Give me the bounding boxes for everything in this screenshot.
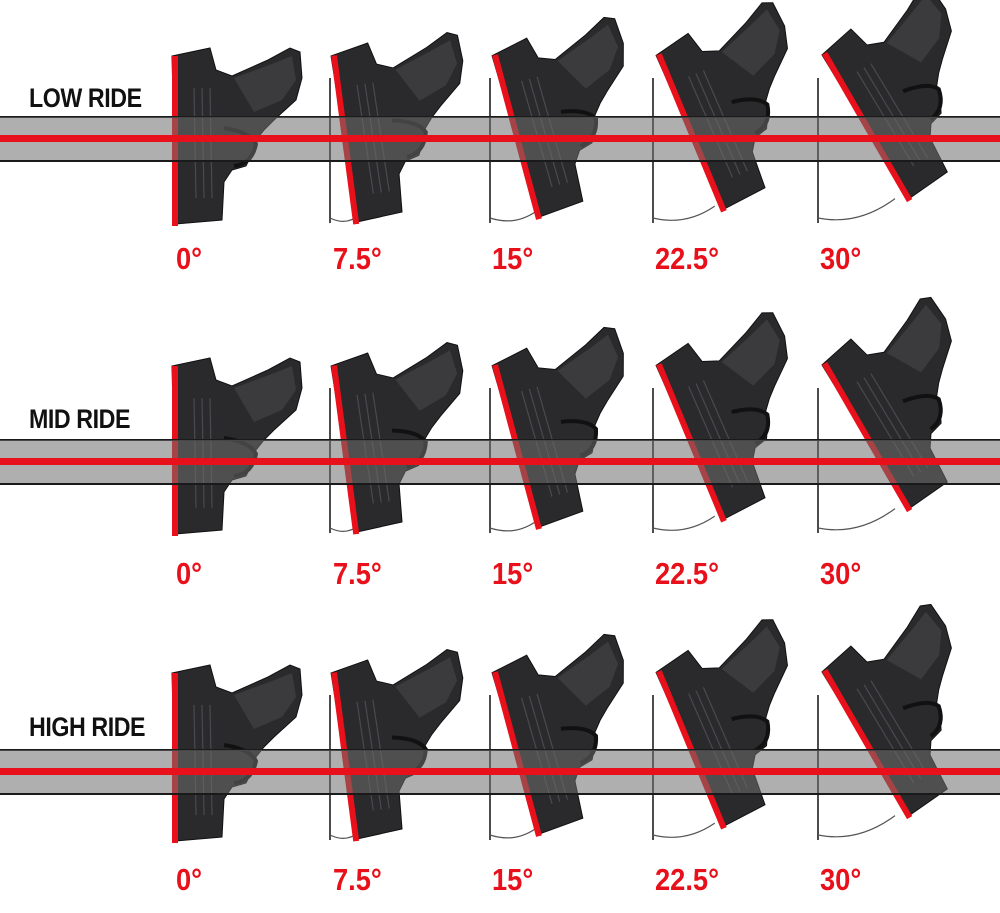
angle-label: 0° <box>176 556 203 591</box>
angle-label: 30° <box>820 556 862 591</box>
pistol-icon <box>330 649 464 842</box>
angle-label: 15° <box>492 862 534 897</box>
angle-arc-icon <box>489 211 536 222</box>
angle-arc-icon <box>489 521 536 532</box>
angle-arc-icon <box>652 515 716 531</box>
pistol-icon <box>655 312 788 523</box>
cant-reference-marker <box>822 361 913 513</box>
angle-label: 7.5° <box>333 241 382 276</box>
angle-label: 22.5° <box>655 556 720 591</box>
angle-arc-icon <box>329 214 360 222</box>
pistol-icon <box>491 633 624 837</box>
row-label-mid-ride: MID RIDE <box>29 404 131 434</box>
angle-arc-icon <box>652 822 716 838</box>
angle-label: 0° <box>176 241 203 276</box>
pistol-icon <box>821 0 952 203</box>
pistol-icon <box>655 2 788 213</box>
belt-line-mid-ride <box>0 458 1000 465</box>
angle-arc-icon <box>329 524 360 532</box>
angle-label: 15° <box>492 241 534 276</box>
angle-label: 15° <box>492 556 534 591</box>
belt-line-high-ride <box>0 768 1000 775</box>
angle-arc-icon <box>329 831 360 839</box>
angle-label: 30° <box>820 241 862 276</box>
angle-label: 30° <box>820 862 862 897</box>
angle-label: 22.5° <box>655 241 720 276</box>
angle-label: 22.5° <box>655 862 720 897</box>
angle-label: 7.5° <box>333 556 382 591</box>
pistol-icon <box>330 342 464 535</box>
pistol-icon <box>655 619 788 830</box>
row-label-high-ride: HIGH RIDE <box>29 712 146 742</box>
pistol-icon <box>491 326 624 530</box>
angle-arc-icon <box>817 508 896 531</box>
belt-line-low-ride <box>0 135 1000 142</box>
angle-arc-icon <box>489 828 536 839</box>
angle-arc-icon <box>817 198 896 221</box>
angle-label: 7.5° <box>333 862 382 897</box>
angle-arc-icon <box>817 815 896 838</box>
row-label-low-ride: LOW RIDE <box>29 83 142 113</box>
angle-arc-icon <box>652 205 716 221</box>
angle-label: 0° <box>176 862 203 897</box>
cant-reference-marker <box>822 668 913 820</box>
